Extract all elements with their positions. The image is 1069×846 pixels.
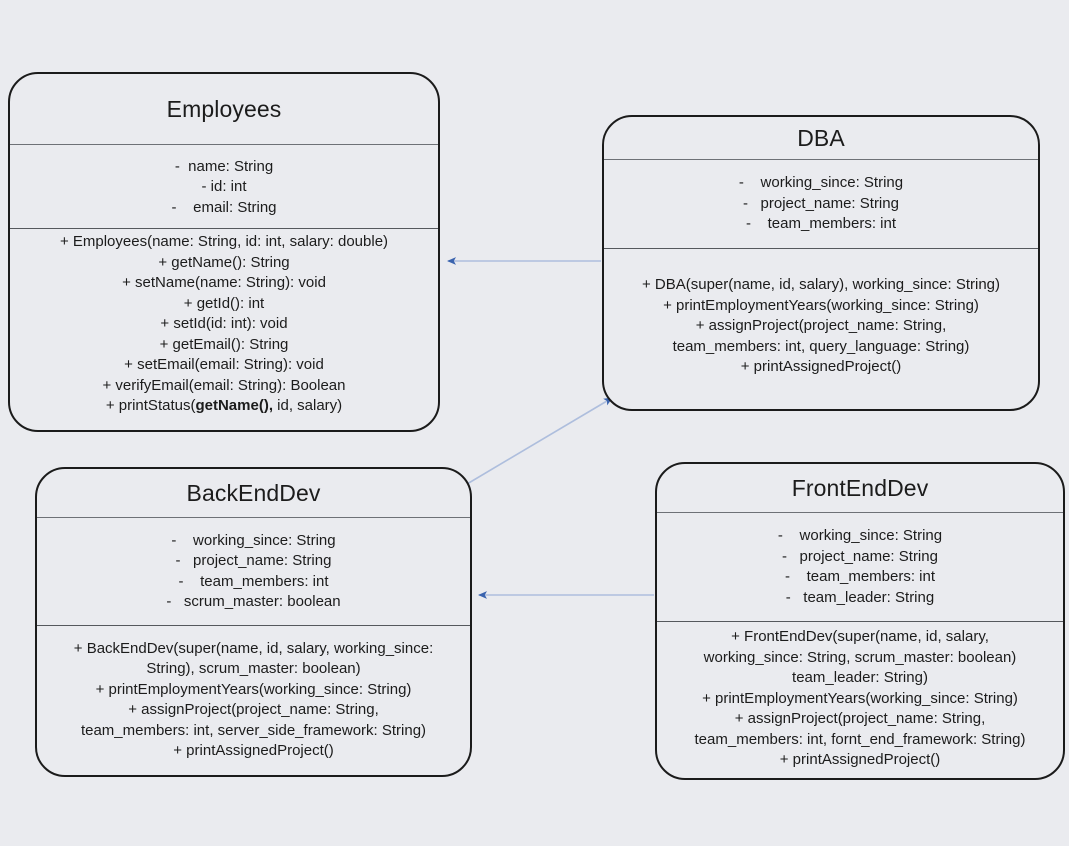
method-row: + getId(): int <box>183 294 265 312</box>
method-print-status-suffix: id, salary) <box>272 397 343 415</box>
class-box-backenddev[interactable]: BackEndDev - working_since: String - pro… <box>35 467 472 777</box>
method-row: + DBA(super(name, id, salary), working_s… <box>641 276 1001 294</box>
method-row: team_members: int, query_language: Strin… <box>672 337 970 355</box>
method-row: + FrontEndDev(super(name, id, salary, <box>731 628 989 646</box>
class-title-dba: DBA <box>797 124 845 151</box>
class-methods-dba: + DBA(super(name, id, salary), working_s… <box>604 249 1038 404</box>
class-title-employees: Employees <box>166 95 282 122</box>
class-methods-backenddev: + BackEndDev(super(name, id, salary, wor… <box>37 626 470 774</box>
attribute-row: - team_leader: String <box>785 588 935 606</box>
class-divider-employees-bottom <box>10 228 438 229</box>
method-row: + setName(name: String): void <box>122 274 326 292</box>
attribute-row: - name: String <box>174 157 274 175</box>
attribute-row: - email: String <box>171 198 277 216</box>
attribute-row: - id: int <box>201 178 247 196</box>
class-title-backenddev: BackEndDev <box>186 479 321 506</box>
attribute-row: - working_since: String <box>171 531 336 549</box>
attribute-row: - working_since: String <box>738 174 904 192</box>
class-divider-backenddev-top <box>37 517 470 518</box>
method-row-print-status: + printStatus(getName(), id, salary) <box>106 396 342 417</box>
method-row: + assignProject(project_name: String, <box>734 710 986 728</box>
method-row: + setEmail(email: String): void <box>124 356 324 374</box>
method-row: + assignProject(project_name: String, <box>128 701 379 718</box>
method-row: + getName(): String <box>158 253 290 271</box>
class-divider-dba-bottom <box>604 248 1038 249</box>
method-row: team_leader: String) <box>792 669 928 687</box>
class-box-employees[interactable]: Employees - name: String - id: int - ema… <box>8 72 440 432</box>
method-row: + printEmploymentYears(working_since: St… <box>95 680 412 698</box>
attribute-row: - project_name: String <box>743 194 899 212</box>
method-row: + Employees(name: String, id: int, salar… <box>59 233 389 251</box>
method-row: + assignProject(project_name: String, <box>695 317 947 335</box>
method-row: + printEmploymentYears(working_since: St… <box>663 296 979 314</box>
class-divider-dba-top <box>604 159 1038 160</box>
class-divider-frontenddev-bottom <box>657 621 1063 622</box>
method-row: team_members: int, fornt_end_framework: … <box>694 730 1026 748</box>
method-row: + getEmail(): String <box>159 335 289 353</box>
method-row: + setId(id: int): void <box>160 315 288 333</box>
method-print-status-prefix: + printStatus( <box>105 397 196 415</box>
attribute-row: - working_since: String <box>777 527 943 544</box>
method-row: + printAssignedProject() <box>740 358 902 376</box>
method-row: + verifyEmail(email: String): Boolean <box>102 376 346 394</box>
attribute-row: - project_name: String <box>175 552 332 569</box>
class-divider-frontenddev-top <box>657 512 1063 513</box>
method-row: + printAssignedProject() <box>173 742 334 759</box>
class-methods-frontenddev: + FrontEndDev(super(name, id, salary, wo… <box>657 622 1063 776</box>
attribute-row: - team_members: int <box>178 572 329 590</box>
class-title-frontenddev: FrontEndDev <box>791 474 929 501</box>
connector-backenddev-to-dba <box>461 397 613 488</box>
class-attributes-dba: - working_since: String - project_name: … <box>604 160 1038 248</box>
method-print-status-bold: getName(), <box>195 397 273 415</box>
method-row: + BackEndDev(super(name, id, salary, wor… <box>73 639 434 657</box>
class-attributes-employees: - name: String - id: int - email: String <box>10 145 438 228</box>
class-divider-employees-top <box>10 144 438 145</box>
class-attributes-backenddev: - working_since: String - project_name: … <box>37 518 470 625</box>
method-row: + printEmploymentYears(working_since: St… <box>702 689 1018 707</box>
class-methods-employees: + Employees(name: String, id: int, salar… <box>10 229 438 424</box>
method-row: team_members: int, server_side_framework… <box>80 721 427 739</box>
method-row: String), scrum_master: boolean) <box>146 660 361 677</box>
class-box-dba[interactable]: DBA - working_since: String - project_na… <box>602 115 1040 411</box>
method-row: working_since: String, scrum_master: boo… <box>703 648 1017 666</box>
class-box-frontenddev[interactable]: FrontEndDev - working_since: String - pr… <box>655 462 1065 780</box>
attribute-row: - scrum_master: boolean <box>166 593 341 610</box>
attribute-row: - team_members: int <box>784 568 936 585</box>
attribute-row: - project_name: String <box>782 547 938 565</box>
class-attributes-frontenddev: - working_since: String - project_name: … <box>657 513 1063 621</box>
method-row: + printAssignedProject() <box>779 751 941 769</box>
attribute-row: - team_members: int <box>745 215 897 233</box>
class-divider-backenddev-bottom <box>37 625 470 626</box>
